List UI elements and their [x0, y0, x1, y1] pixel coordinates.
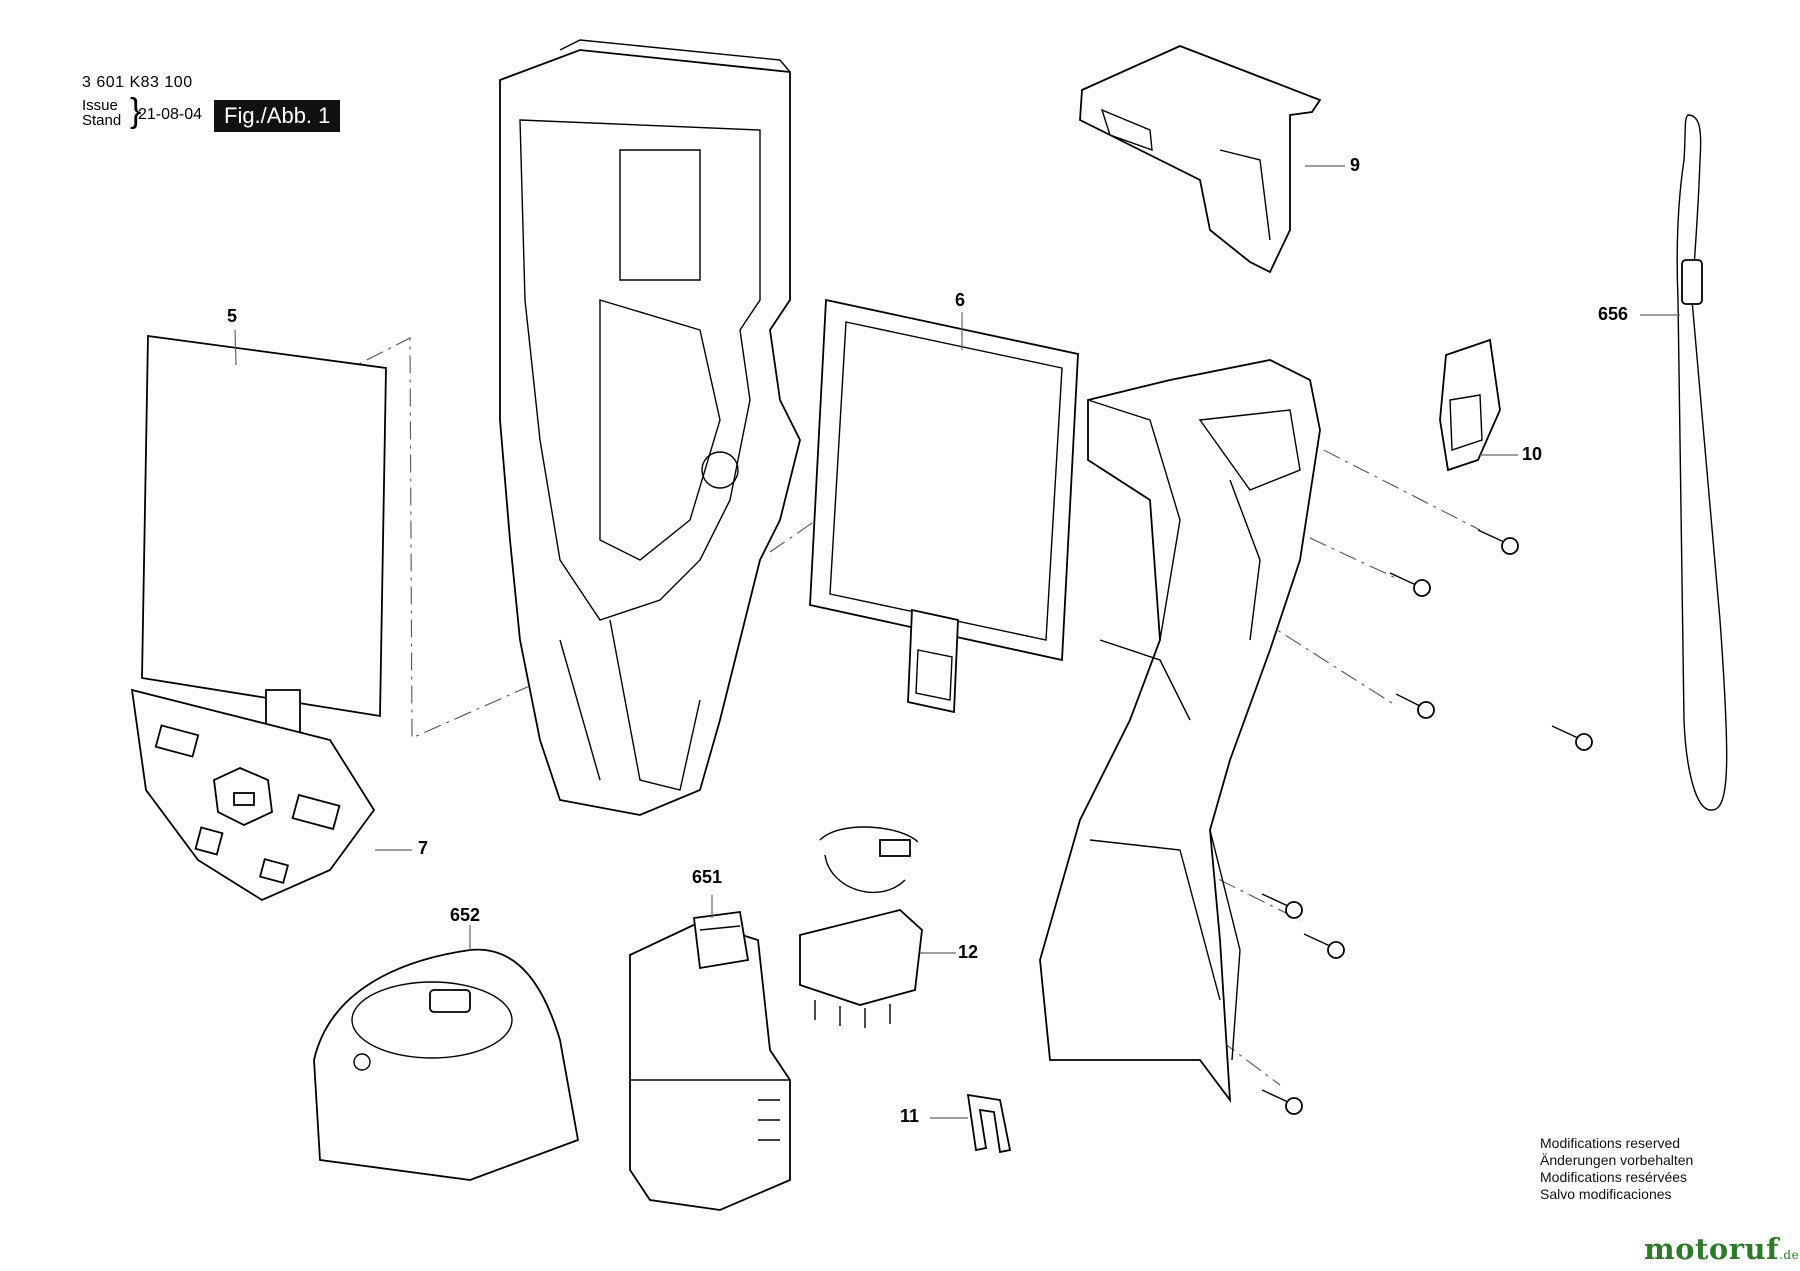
part-11-clip — [966, 1093, 1012, 1154]
callout-651: 651 — [692, 867, 723, 887]
callout-12: 12 — [958, 942, 979, 962]
callout-6: 6 — [955, 290, 966, 310]
callout-11: 11 — [900, 1106, 920, 1126]
callout-7: 7 — [418, 838, 429, 858]
screw-7 — [1261, 1089, 1303, 1115]
screw-5 — [1261, 893, 1303, 919]
stand-label: Stand — [82, 112, 122, 129]
part-10-cover — [1439, 338, 1501, 472]
issue-label: Issue — [82, 97, 118, 114]
callout-10: 10 — [1522, 444, 1543, 464]
brace-icon: } — [130, 92, 142, 130]
screw-3 — [1395, 693, 1435, 719]
part-6-display — [809, 298, 1079, 714]
screw-4 — [1551, 725, 1593, 751]
assembly-line-screws-b — [1249, 509, 1401, 581]
watermark-tld: .de — [1779, 1248, 1800, 1262]
assembly-line-screws-e — [1219, 1039, 1281, 1086]
screw-1 — [1477, 529, 1519, 555]
part-5-sheet — [141, 334, 387, 718]
notice-de: Änderungen vorbehalten — [1540, 1152, 1694, 1168]
screw-2 — [1389, 572, 1431, 597]
callout-9: 9 — [1350, 155, 1361, 175]
notice-es: Salvo modificaciones — [1540, 1186, 1672, 1202]
part-652-charger — [313, 948, 580, 1181]
part-number: 3 601 K83 100 — [82, 74, 193, 91]
rear-housing — [499, 39, 801, 816]
watermark-logo: motoruf.de — [1644, 1232, 1799, 1266]
part-656-lanyard — [1676, 114, 1728, 811]
part-9-clip — [1079, 45, 1322, 274]
part-12-harness — [799, 826, 923, 1028]
modifications-notice: Modifications reserved Änderungen vorbeh… — [1540, 1135, 1693, 1203]
leader-5 — [234, 329, 237, 366]
issue-date: 21-08-04 — [138, 106, 203, 123]
front-housing — [1039, 359, 1321, 1103]
callout-652: 652 — [450, 905, 481, 925]
screws — [1261, 529, 1593, 1115]
part-7-keypad — [130, 688, 376, 902]
figure-label: Fig./Abb. 1 — [214, 100, 341, 132]
issue-stand-block: Issue Stand } — [82, 94, 141, 129]
notice-fr: Modifications resérvées — [1540, 1169, 1688, 1185]
screw-6 — [1303, 933, 1345, 959]
watermark-main: motoruf — [1644, 1232, 1780, 1266]
part-651-battery — [629, 910, 791, 1211]
callout-656: 656 — [1598, 304, 1629, 324]
notice-en: Modifications reserved — [1540, 1135, 1681, 1151]
callout-5: 5 — [227, 306, 238, 326]
